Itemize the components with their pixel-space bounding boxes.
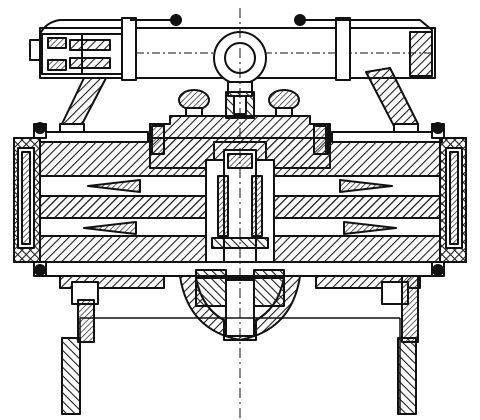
plate-bolt-left <box>149 123 165 155</box>
bolt-top-right <box>431 122 445 139</box>
bearing-dome <box>179 269 301 341</box>
bolt-bottom-right <box>431 261 445 277</box>
plate-bolt-right <box>313 123 329 155</box>
top-knob-left <box>178 89 210 117</box>
right-leg <box>381 275 419 415</box>
right-strut <box>365 67 419 133</box>
bolt-top-left <box>33 122 47 139</box>
top-knob-right <box>268 89 300 117</box>
left-strut <box>59 77 107 133</box>
bolt-bottom-left <box>33 261 47 277</box>
